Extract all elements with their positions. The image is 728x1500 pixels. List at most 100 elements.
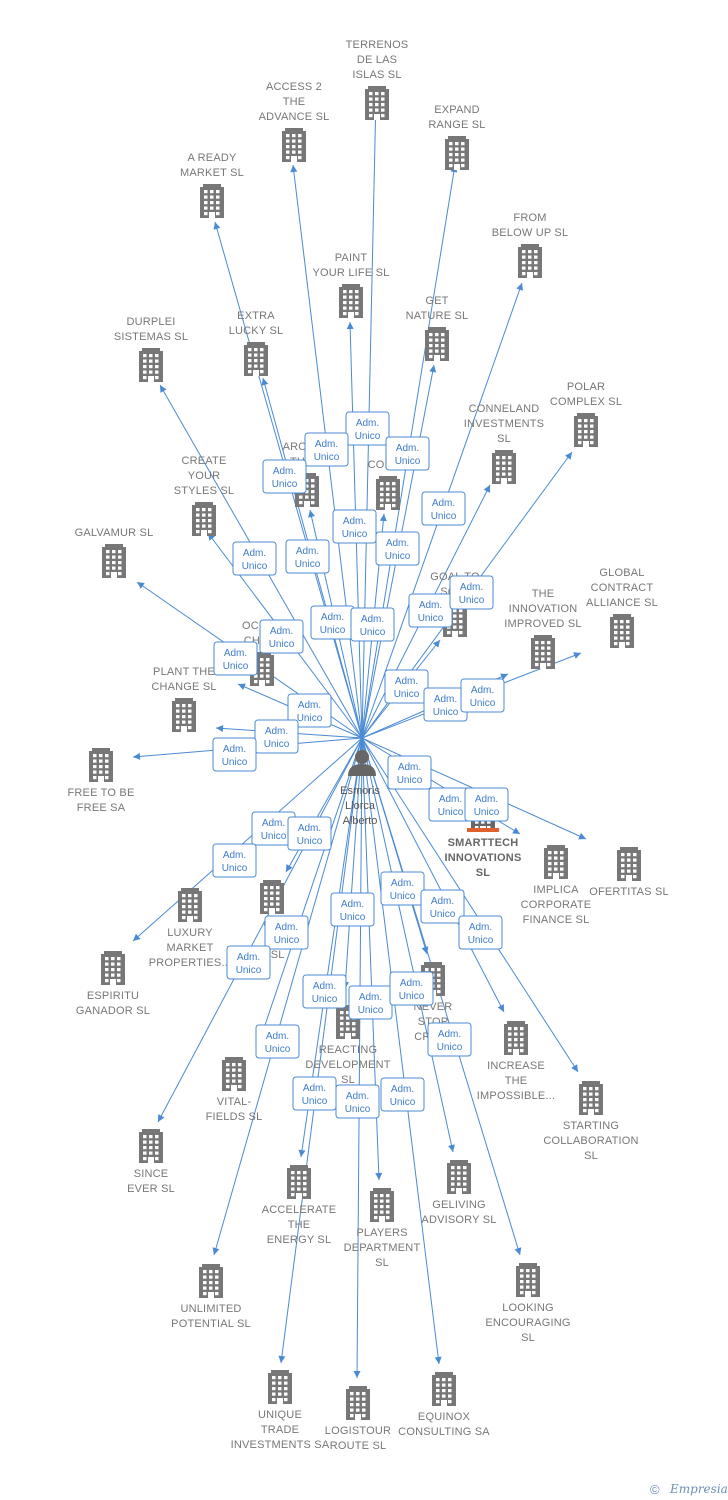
building-window — [303, 1187, 307, 1191]
company-node[interactable]: VITAL-FIELDS SL — [206, 1057, 263, 1123]
role-badge[interactable]: Adm.Unico — [212, 843, 257, 878]
building-door — [98, 776, 104, 782]
building-window — [272, 1398, 276, 1402]
building-window — [208, 519, 212, 523]
role-badge[interactable]: Adm.Unico — [423, 687, 468, 722]
company-node[interactable]: INCREASETHEIMPOSSIBLE... — [477, 1021, 555, 1102]
role-badge[interactable]: Adm.Unico — [458, 915, 503, 950]
building-window — [105, 765, 109, 769]
role-badge[interactable]: Adm.Unico — [460, 678, 505, 713]
role-badge[interactable]: Adm.Unico — [226, 945, 271, 980]
building-window — [590, 419, 594, 423]
role-badge[interactable]: Adm.Unico — [335, 1084, 380, 1119]
role-badge[interactable]: Adm.Unico — [213, 641, 258, 676]
role-badge[interactable]: Adm.Unico — [259, 619, 304, 654]
role-badge[interactable]: Adm.Unico — [262, 459, 307, 494]
role-badge[interactable]: Adm.Unico — [449, 575, 494, 610]
role-badge[interactable]: Adm.Unico — [464, 787, 509, 822]
role-badge[interactable]: Adm.Unico — [232, 541, 277, 576]
building-window — [627, 869, 631, 873]
role-badge[interactable]: Adm.Unico — [287, 816, 332, 851]
role-badge[interactable]: Adm.Unico — [384, 669, 429, 704]
building-window — [514, 1027, 518, 1031]
role-badge[interactable]: Adm.Unico — [421, 491, 466, 526]
footer-brand[interactable]: © Empresia — [650, 1482, 728, 1497]
building-window — [381, 114, 385, 118]
role-badge[interactable]: Adm.Unico — [389, 971, 434, 1006]
role-badge[interactable]: Adm.Unico — [212, 737, 257, 772]
building-roof — [181, 888, 199, 892]
building-window — [496, 478, 500, 482]
company-name-line: ENCOURAGING — [485, 1317, 570, 1329]
role-badge[interactable]: Adm.Unico — [304, 432, 349, 467]
building-window — [284, 1392, 288, 1396]
role-badge[interactable]: Adm.Unico — [350, 607, 395, 642]
person-node[interactable]: Esmoris Llorca Alberto — [340, 750, 380, 827]
building-window — [362, 1392, 366, 1396]
role-badge[interactable]: Adm.Unico — [348, 985, 393, 1020]
role-badge[interactable]: Adm.Unico — [408, 593, 453, 628]
role-badge[interactable]: Adm.Unico — [285, 539, 330, 574]
building-door — [201, 530, 207, 536]
role-badge[interactable]: Adm.Unico — [302, 974, 347, 1009]
edge-arrowhead — [429, 365, 437, 373]
role-badge[interactable]: Adm.Unico — [385, 436, 430, 471]
company-name-line: EXPAND — [434, 104, 480, 116]
role-badge[interactable]: Adm.Unico — [287, 693, 332, 728]
role-badge[interactable]: Adm.Unico — [255, 1024, 300, 1059]
badge-label-line: Unico — [390, 891, 416, 902]
building-window — [380, 493, 384, 497]
building-window — [614, 642, 618, 646]
building-roof — [263, 880, 281, 884]
role-badge[interactable]: Adm.Unico — [292, 1076, 337, 1111]
role-badge[interactable]: Adm.Unico — [332, 509, 377, 544]
badge-label-line: Adm. — [296, 546, 319, 557]
role-badge[interactable]: Adm.Unico — [387, 755, 432, 790]
role-badge[interactable]: Adm.Unico — [420, 889, 465, 924]
role-badge[interactable]: Adm.Unico — [345, 411, 390, 446]
company-node[interactable]: LUXURYMARKETPROPERTIES... — [149, 888, 231, 969]
role-badge[interactable]: Adm.Unico — [380, 1077, 425, 1112]
role-badge[interactable]: Adm.Unico — [254, 719, 299, 754]
company-node[interactable]: OFERTITAS SL — [589, 847, 669, 898]
badge-frame — [332, 509, 377, 544]
company-node[interactable]: GALVAMUR SL — [75, 527, 154, 578]
building-door — [588, 1109, 594, 1115]
role-badge[interactable]: Adm.Unico — [375, 531, 420, 566]
building-window — [105, 770, 109, 774]
role-badge[interactable]: Adm.Unico — [330, 892, 375, 927]
role-badge[interactable]: Adm.Unico — [310, 605, 355, 640]
role-badge[interactable]: Adm.Unico — [264, 915, 309, 950]
role-badge[interactable]: Adm.Unico — [427, 1022, 472, 1057]
role-badge[interactable]: Adm.Unico — [380, 871, 425, 906]
